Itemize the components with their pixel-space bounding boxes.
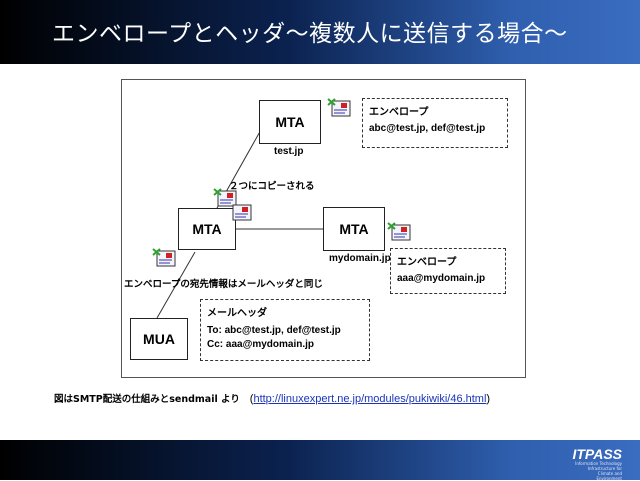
envelope-recipients: aaa@mydomain.jp xyxy=(397,273,486,284)
envelope-icon xyxy=(387,222,411,241)
itpass-logo: ITPASS Information Technology Infrastruc… xyxy=(572,447,622,481)
envelope-note: エンベロープの宛先情報はメールヘッダと同じ xyxy=(124,279,323,290)
caption-text: 図はSMTP配送の仕組みとsendmail より xyxy=(54,394,240,405)
mta-node-right: MTA xyxy=(323,207,385,251)
mail-header-to: To: abc@test.jp, def@test.jp xyxy=(207,325,341,336)
envelope-box-right: エンベロープ aaa@mydomain.jp xyxy=(390,248,506,294)
mail-header-cc: Cc: aaa@mydomain.jp xyxy=(207,339,315,350)
link-mua-mta xyxy=(156,251,196,319)
copy-note: ２つにコピーされる xyxy=(229,181,315,192)
mua-node: MUA xyxy=(130,318,188,360)
envelope-box-top: エンベロープ abc@test.jp, def@test.jp xyxy=(362,98,508,148)
envelope-icon xyxy=(327,98,351,117)
source-link[interactable]: http://linuxexpert.ne.jp/modules/pukiwik… xyxy=(253,393,487,405)
envelope-label: エンベロープ xyxy=(369,107,429,118)
mta-node-top: MTA xyxy=(259,100,321,144)
envelope-icon xyxy=(213,188,237,207)
mta-node-mid: MTA xyxy=(178,208,236,250)
mail-header-box: メールヘッダ To: abc@test.jp, def@test.jp Cc: … xyxy=(200,299,370,361)
caption-open-paren: ( xyxy=(249,393,254,405)
envelope-label: エンベロープ xyxy=(397,257,457,268)
host-label-mydomain: mydomain.jp xyxy=(329,253,391,264)
title-bar: エンベロープとヘッダ〜複数人に送信する場合〜 xyxy=(0,0,640,64)
logo-text: ITPASS xyxy=(572,446,622,462)
host-label-test: test.jp xyxy=(274,146,304,157)
figure-caption: 図はSMTP配送の仕組みとsendmail より (http://linuxex… xyxy=(54,391,490,405)
caption-close-paren: ) xyxy=(486,393,491,405)
envelope-icon xyxy=(232,204,252,221)
mail-header-label: メールヘッダ xyxy=(207,308,267,319)
slide-title: エンベロープとヘッダ〜複数人に送信する場合〜 xyxy=(52,21,568,47)
envelope-recipients: abc@test.jp, def@test.jp xyxy=(369,123,486,134)
envelope-icon xyxy=(152,248,176,267)
footer-bar xyxy=(0,440,640,480)
logo-subtext: Information Technology Infrastructure fo… xyxy=(575,461,622,481)
